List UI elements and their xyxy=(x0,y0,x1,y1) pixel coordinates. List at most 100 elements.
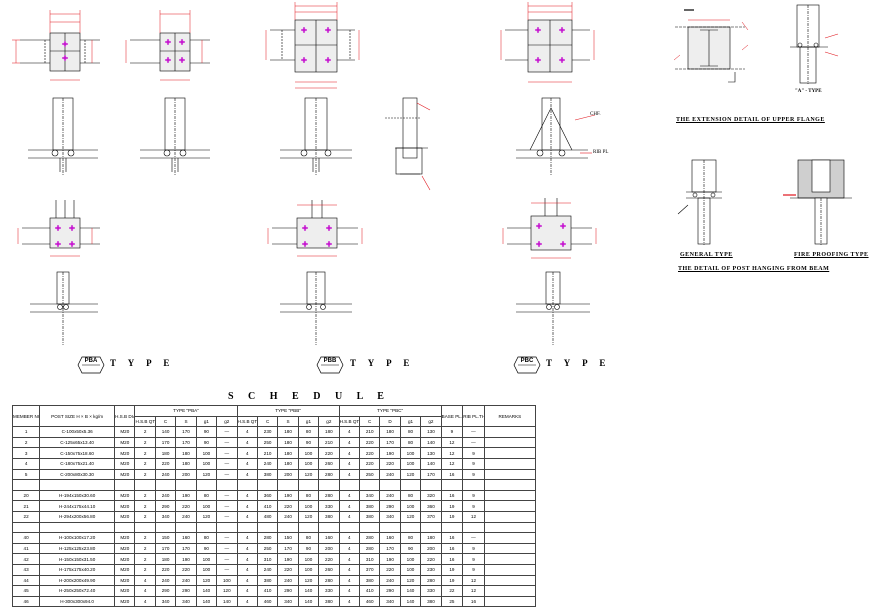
empty-cell xyxy=(256,479,279,491)
table-cell: 4 xyxy=(236,489,258,502)
table-cell: 4 xyxy=(338,468,360,481)
bolt-icon xyxy=(535,27,541,33)
table-cell: 380 xyxy=(358,574,381,587)
table-cell: H-100x100x17.20 xyxy=(39,532,116,544)
table-cell: 100 xyxy=(399,563,422,576)
table-cell: 100 xyxy=(195,563,218,576)
table-cell: C-180x75x21.40 xyxy=(39,457,116,470)
table-cell: 170 xyxy=(420,468,442,481)
bolt-icon xyxy=(69,225,75,231)
table-cell: 80 xyxy=(399,532,422,544)
table-cell: 16 xyxy=(440,468,464,481)
table-cell: 4 xyxy=(236,500,258,512)
table-cell: 410 xyxy=(256,500,279,512)
table-cell: 2 xyxy=(134,532,156,544)
table-cell: 4 xyxy=(338,457,360,470)
table-cell: 310 xyxy=(358,553,381,565)
table-cell: 120 xyxy=(399,468,422,481)
empty-cell xyxy=(483,521,537,534)
table-cell: 480 xyxy=(256,510,279,523)
table-cell: 4 xyxy=(236,553,258,565)
remarks-cell xyxy=(483,553,537,565)
col-type-pba: TYPE "PBA" xyxy=(134,405,238,417)
table-cell: 4 xyxy=(236,574,258,587)
subcol-pbb-1: C xyxy=(256,415,279,428)
table-cell: 220 xyxy=(175,563,197,576)
table-cell: 4 xyxy=(338,447,360,459)
pbb-plan xyxy=(270,19,355,73)
table-cell: 140 xyxy=(297,585,320,597)
table-cell: 80 xyxy=(399,436,422,449)
empty-cell xyxy=(195,521,218,534)
table-cell: 190 xyxy=(277,553,299,565)
table-cell: 180 xyxy=(379,426,401,438)
general-type-detail xyxy=(677,159,722,245)
table-cell: 340 xyxy=(358,489,381,502)
pbb-elevation xyxy=(280,97,352,175)
empty-cell xyxy=(236,479,258,491)
remarks-cell xyxy=(483,457,537,470)
empty-cell xyxy=(358,521,381,534)
subcol-pba-4: g2 xyxy=(216,415,238,428)
table-cell: 280 xyxy=(318,574,340,587)
table-cell: 180 xyxy=(175,457,197,470)
bolt-icon xyxy=(302,225,308,231)
remarks-cell xyxy=(483,447,537,459)
schedule-table: MEMBER NO. POST SIZE H × B × kg/m H.S.B … xyxy=(11,404,537,608)
pba-plan-lower xyxy=(22,200,100,249)
remarks-cell xyxy=(483,426,537,438)
table-cell: 44 xyxy=(11,574,41,587)
table-cell: — xyxy=(216,532,238,544)
table-cell: 170 xyxy=(277,542,299,555)
table-cell: 340 xyxy=(175,595,197,608)
table-cell: 2 xyxy=(134,489,156,502)
table-cell: 140 xyxy=(399,585,422,597)
col-remarks: REMARKS xyxy=(483,404,537,428)
table-cell: 80 xyxy=(195,532,218,544)
table-cell: — xyxy=(216,457,238,470)
bolt-icon xyxy=(326,225,332,231)
table-cell: 12 xyxy=(462,510,485,523)
table-cell: 170 xyxy=(154,436,177,449)
table-cell: 460 xyxy=(358,595,381,608)
type-pba-tag: PBA xyxy=(77,356,105,374)
empty-cell xyxy=(256,521,279,534)
table-cell: 90 xyxy=(195,436,218,449)
table-cell: 230 xyxy=(420,563,442,576)
table-cell: 250 xyxy=(256,436,279,449)
type-pbb-tag: PBB xyxy=(316,356,344,374)
table-cell: — xyxy=(462,426,485,438)
bolt-icon xyxy=(55,225,61,231)
remarks-cell xyxy=(483,468,537,481)
table-cell: 180 xyxy=(318,426,340,438)
bolt-icon xyxy=(560,241,566,247)
table-cell: 150 xyxy=(277,532,299,544)
table-cell: — xyxy=(216,468,238,481)
table-cell: H-175x175x40.20 xyxy=(39,563,116,576)
table-cell: 4 xyxy=(338,532,360,544)
table-cell: 100 xyxy=(195,447,218,459)
table-cell: 100 xyxy=(297,457,320,470)
empty-cell xyxy=(399,479,422,491)
table-cell: 3 xyxy=(11,447,41,459)
empty-cell xyxy=(154,521,177,534)
table-cell: 240 xyxy=(154,574,177,587)
table-cell: 12 xyxy=(440,436,464,449)
table-cell: 170 xyxy=(379,436,401,449)
table-cell: 4 xyxy=(338,585,360,597)
bolt-icon xyxy=(165,39,171,45)
empty-cell xyxy=(175,521,197,534)
bolt-icon xyxy=(62,55,68,61)
table-cell: 9 xyxy=(462,468,485,481)
table-cell: 220 xyxy=(379,457,401,470)
table-cell: 160 xyxy=(379,532,401,544)
table-cell: 410 xyxy=(256,585,279,597)
table-cell: 100 xyxy=(399,447,422,459)
subcol-pbc-3: g1 xyxy=(399,415,422,428)
table-cell: 140 xyxy=(195,595,218,608)
post-hanging-caption: THE DETAIL OF POST HANGING FROM BEAM xyxy=(678,266,830,272)
table-cell: 460 xyxy=(256,595,279,608)
table-cell: H-150x150x31.50 xyxy=(39,553,116,565)
